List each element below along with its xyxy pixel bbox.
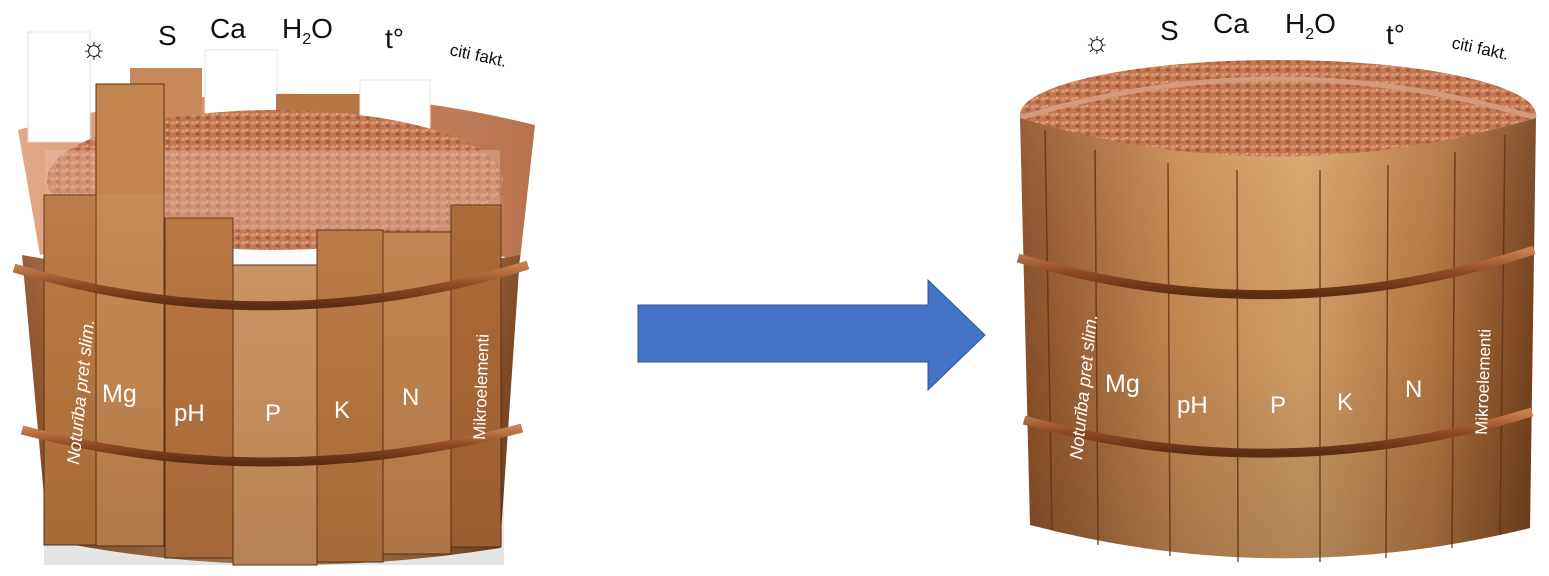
label-ca: Ca — [210, 13, 246, 44]
arrow-right-icon — [638, 280, 985, 390]
label-s: S — [1160, 15, 1179, 46]
label-sun: ☼ — [1083, 26, 1111, 59]
label-sun: ☼ — [80, 32, 108, 65]
label-n: N — [1405, 376, 1422, 403]
label-k: K — [334, 397, 350, 424]
label-t: t° — [1386, 19, 1405, 50]
label-p: P — [1270, 392, 1286, 419]
label-micro: Mikroelementi — [1472, 329, 1495, 435]
label-ph: pH — [174, 400, 205, 427]
label-mg: Mg — [102, 380, 137, 408]
label-k: K — [1337, 389, 1353, 416]
label-n: N — [402, 384, 419, 411]
label-s: S — [158, 20, 177, 51]
label-h2o: H2O — [1285, 8, 1336, 43]
before-barrel: ☼ S Ca H2O t° citi fakt. Noturība pret s… — [14, 13, 535, 565]
label-micro: Mikroelementi — [470, 334, 493, 440]
label-other: citi fakt. — [448, 40, 508, 71]
after-barrel: ☼ S Ca H2O t° citi fakt. Noturība pret s… — [1018, 8, 1536, 562]
label-other: citi fakt. — [1450, 33, 1510, 64]
label-p: P — [265, 400, 281, 427]
label-mg: Mg — [1105, 370, 1140, 398]
label-ph: pH — [1177, 392, 1208, 419]
label-t: t° — [385, 23, 404, 54]
label-ca: Ca — [1213, 8, 1249, 39]
label-h2o: H2O — [282, 13, 333, 48]
